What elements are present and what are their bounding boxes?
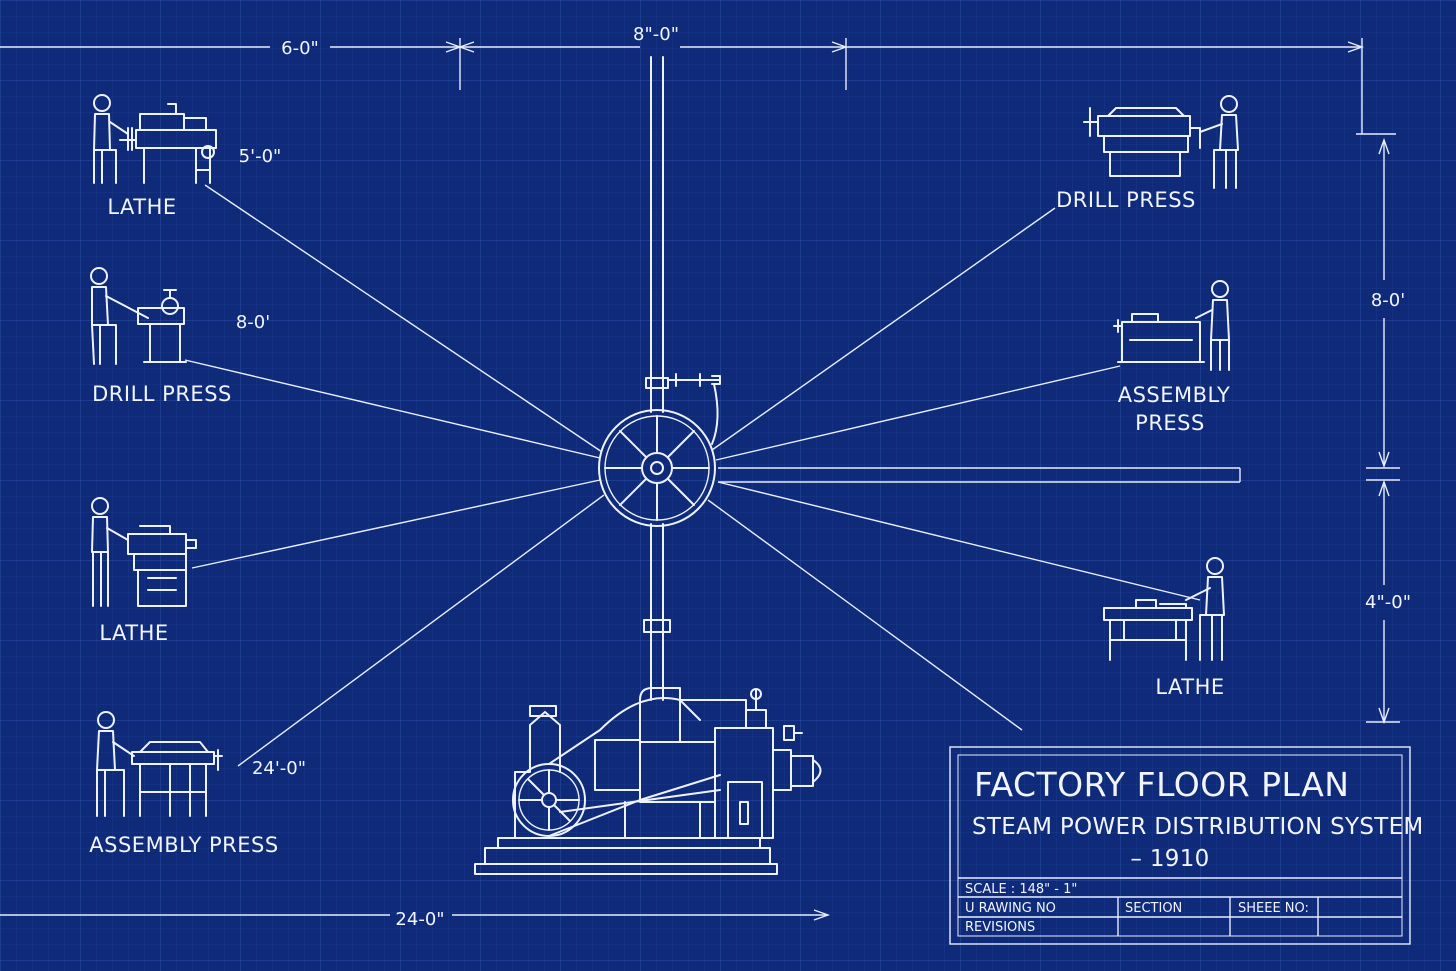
central-line-shaft [643,56,721,701]
bottom-dimension-line [0,909,831,921]
right-lathe-figure [1103,557,1225,661]
left-lathe-2-figure [91,497,197,607]
right-assembly-press-figure [1113,280,1230,371]
left-drill-press-label: DRILL PRESS [92,382,232,406]
title-block-drawing-no: U RAWING NO [965,901,1056,916]
steam-engine [474,687,822,875]
title-block-revisions: REVISIONS [965,920,1035,935]
left-assembly-press-figure [96,711,223,817]
right-assembly-press-label-line1: ASSEMBLY [1118,383,1231,407]
left-lathe-2-label: LATHE [99,621,168,645]
title-block-scale: SCALE : 148" - 1" [965,882,1077,897]
drive-belt-lines [184,184,1241,767]
dimension-bottom: 24-0" [395,909,444,930]
title-block-frame [949,746,1411,945]
left-lathe-1-dimension: 5'-0" [239,146,282,167]
flywheel [598,409,716,527]
title-block-sheet-no: SHEEE NO: [1238,901,1309,916]
dimension-right-lower: 4"-0" [1365,592,1411,613]
title-block-title: FACTORY FLOOR PLAN [974,765,1349,804]
right-assembly-press-label-line2: PRESS [1135,411,1205,435]
title-block-section: SECTION [1125,901,1182,916]
right-dimension-line [1356,62,1400,725]
top-dimension-line [0,38,1365,90]
right-lathe-label: LATHE [1155,675,1224,699]
title-block-year: – 1910 [1130,846,1209,872]
title-block-subtitle: STEAM POWER DISTRIBUTION SYSTEM [972,814,1424,840]
left-assembly-press-label: ASSEMBLY PRESS [89,833,278,857]
dimension-right-upper: 8-0' [1371,290,1405,311]
dimension-top-center: 8"-0" [633,24,679,45]
left-drill-press-dimension: 8-0' [236,312,270,333]
left-assembly-press-dimension: 24'-0" [252,758,306,779]
left-lathe-1-figure [93,94,217,184]
right-drill-press-label: DRILL PRESS [1056,188,1196,212]
dimension-top-left: 6-0" [281,38,319,59]
left-drill-press-figure [90,267,187,365]
left-lathe-1-label: LATHE [107,195,176,219]
right-drill-press-figure [1083,95,1239,189]
